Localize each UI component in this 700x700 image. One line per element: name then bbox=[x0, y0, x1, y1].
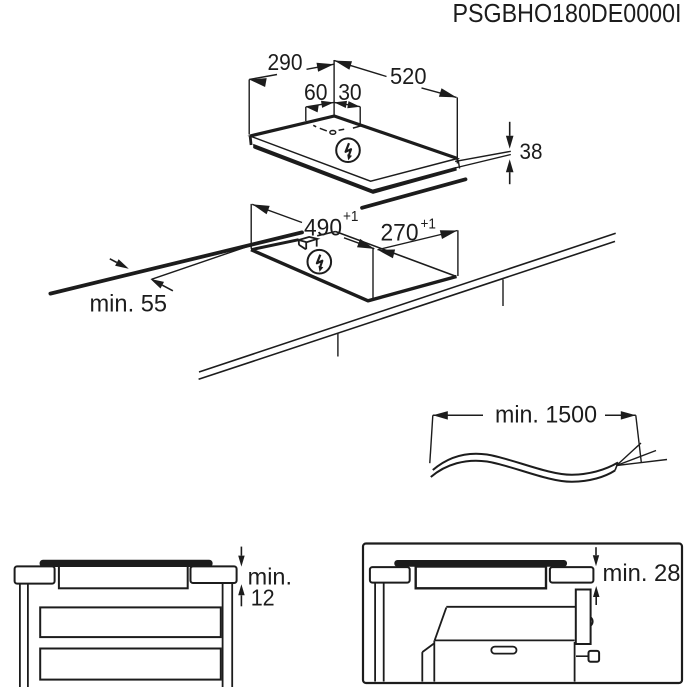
svg-text:38: 38 bbox=[520, 139, 543, 164]
svg-text:+1: +1 bbox=[343, 209, 359, 225]
svg-text:60: 60 bbox=[304, 79, 328, 105]
svg-text:12: 12 bbox=[251, 585, 275, 611]
svg-text:min. 28: min. 28 bbox=[603, 560, 681, 587]
svg-text:min.: min. bbox=[248, 564, 292, 590]
svg-text:490: 490 bbox=[304, 215, 342, 242]
svg-text:290: 290 bbox=[268, 49, 303, 75]
svg-text:min. 1500: min. 1500 bbox=[495, 401, 597, 428]
svg-text:270: 270 bbox=[381, 220, 419, 247]
svg-text:30: 30 bbox=[338, 79, 362, 105]
svg-text:+1: +1 bbox=[421, 217, 437, 233]
svg-text:520: 520 bbox=[390, 63, 427, 89]
svg-text:PSGBHO180DE0000I: PSGBHO180DE0000I bbox=[453, 0, 682, 28]
svg-text:min. 55: min. 55 bbox=[90, 290, 168, 317]
